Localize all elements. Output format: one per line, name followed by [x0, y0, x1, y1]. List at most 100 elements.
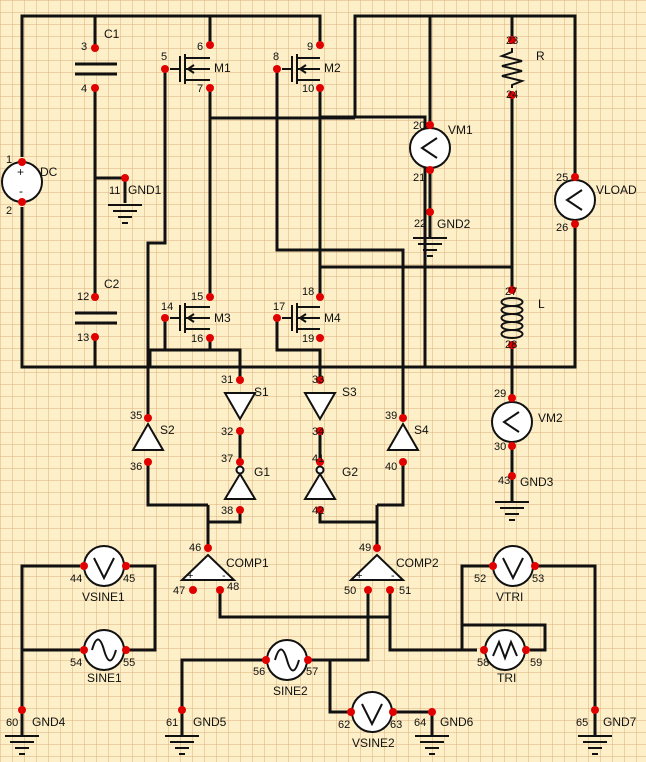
pin-49[interactable]: [373, 544, 381, 552]
pin-4[interactable]: [91, 84, 99, 92]
voltmeter-vload[interactable]: [554, 179, 596, 221]
source-sine1[interactable]: [83, 629, 125, 671]
pin-53[interactable]: [531, 562, 539, 570]
pin-23[interactable]: [508, 36, 516, 44]
mosfet-m4[interactable]: [282, 303, 320, 333]
pin-11[interactable]: [121, 174, 129, 182]
pin-63[interactable]: [389, 708, 397, 716]
label-vsine1: VSINE1: [82, 590, 125, 604]
pin-61[interactable]: [178, 706, 186, 714]
pin-26[interactable]: [571, 220, 579, 228]
ground-gnd4[interactable]: [5, 710, 39, 755]
pin-47[interactable]: [189, 586, 197, 594]
pin-34[interactable]: [316, 427, 324, 435]
pin-17[interactable]: [273, 314, 281, 322]
pin-12[interactable]: [91, 293, 99, 301]
pin-29[interactable]: [508, 394, 516, 402]
mosfet-m1[interactable]: [170, 54, 210, 84]
ground-gnd1[interactable]: [108, 178, 142, 224]
buffer-s2[interactable]: [131, 421, 165, 451]
pin-28[interactable]: [508, 341, 516, 349]
mosfet-m3[interactable]: [170, 303, 210, 333]
source-vsine1[interactable]: [83, 545, 125, 587]
ground-gnd7[interactable]: [578, 710, 612, 755]
pin-13[interactable]: [91, 333, 99, 341]
source-tri[interactable]: [484, 629, 526, 671]
source-vsine2[interactable]: [351, 691, 393, 733]
pin-41[interactable]: [316, 458, 324, 466]
pin-60[interactable]: [18, 706, 26, 714]
pin-52[interactable]: [489, 562, 497, 570]
comparator-comp2[interactable]: + -: [348, 553, 406, 582]
pin-2[interactable]: [18, 198, 26, 206]
pin-65[interactable]: [591, 706, 599, 714]
pin-39[interactable]: [399, 414, 407, 422]
pin-59[interactable]: [522, 646, 530, 654]
pin-38[interactable]: [236, 506, 244, 514]
pin-19[interactable]: [316, 334, 324, 342]
voltmeter-vm1[interactable]: [409, 127, 451, 169]
pin-54[interactable]: [80, 646, 88, 654]
pin-21[interactable]: [426, 166, 434, 174]
pin-16[interactable]: [206, 334, 214, 342]
pin-44[interactable]: [80, 562, 88, 570]
inductor-l[interactable]: [500, 297, 524, 339]
pin-30[interactable]: [508, 442, 516, 450]
ground-gnd5[interactable]: [165, 710, 199, 755]
pin-14[interactable]: [161, 314, 169, 322]
pin-40[interactable]: [399, 458, 407, 466]
pin-6[interactable]: [206, 41, 214, 49]
pin-51[interactable]: [386, 586, 394, 594]
label-gnd1: GND1: [128, 183, 162, 197]
pin-9[interactable]: [316, 41, 324, 49]
pin-20[interactable]: [426, 121, 434, 129]
pin-10[interactable]: [316, 84, 324, 92]
capacitor-c2[interactable]: [75, 311, 117, 325]
pin-55[interactable]: [122, 646, 130, 654]
pin-46[interactable]: [204, 544, 212, 552]
pin-64[interactable]: [428, 708, 436, 716]
buffer-s3[interactable]: [303, 392, 337, 422]
ground-gnd2[interactable]: [413, 212, 447, 257]
pin-32[interactable]: [236, 427, 244, 435]
pin-48[interactable]: [216, 586, 224, 594]
pin-5[interactable]: [161, 65, 169, 73]
pin-58[interactable]: [480, 646, 488, 654]
pin-35[interactable]: [144, 414, 152, 422]
pin-33[interactable]: [316, 376, 324, 384]
comparator-comp1[interactable]: + -: [179, 553, 237, 582]
voltmeter-vm2[interactable]: [491, 401, 533, 443]
pin-56[interactable]: [262, 656, 270, 664]
pin-8[interactable]: [273, 65, 281, 73]
pin-24[interactable]: [508, 91, 516, 99]
pin-25[interactable]: [571, 173, 579, 181]
pin-27[interactable]: [508, 286, 516, 294]
wire-vsine1-right: [130, 564, 157, 650]
pin-22[interactable]: [426, 208, 434, 216]
inverter-g1[interactable]: [223, 465, 257, 500]
pin-1[interactable]: [18, 158, 26, 166]
pin-31[interactable]: [236, 376, 244, 384]
dc-source[interactable]: + -: [1, 161, 43, 203]
inverter-g2[interactable]: [303, 465, 337, 500]
pin-18[interactable]: [316, 293, 324, 301]
pin-15[interactable]: [206, 293, 214, 301]
pin-37[interactable]: [236, 458, 244, 466]
pin-50[interactable]: [364, 586, 372, 594]
pin-7[interactable]: [206, 84, 214, 92]
source-vtri[interactable]: [492, 545, 534, 587]
pin-57[interactable]: [304, 656, 312, 664]
capacitor-c1[interactable]: [75, 62, 117, 76]
ground-gnd3[interactable]: [495, 476, 529, 521]
pin-36[interactable]: [144, 458, 152, 466]
pin-3[interactable]: [91, 44, 99, 52]
pin-45[interactable]: [122, 562, 130, 570]
buffer-s4[interactable]: [386, 421, 420, 451]
source-sine2[interactable]: [266, 639, 308, 681]
mosfet-m2[interactable]: [282, 54, 320, 84]
resistor-r[interactable]: [498, 48, 526, 88]
pin-62[interactable]: [347, 708, 355, 716]
pin-42[interactable]: [316, 506, 324, 514]
pin-43[interactable]: [508, 472, 516, 480]
buffer-s1[interactable]: [223, 392, 257, 422]
